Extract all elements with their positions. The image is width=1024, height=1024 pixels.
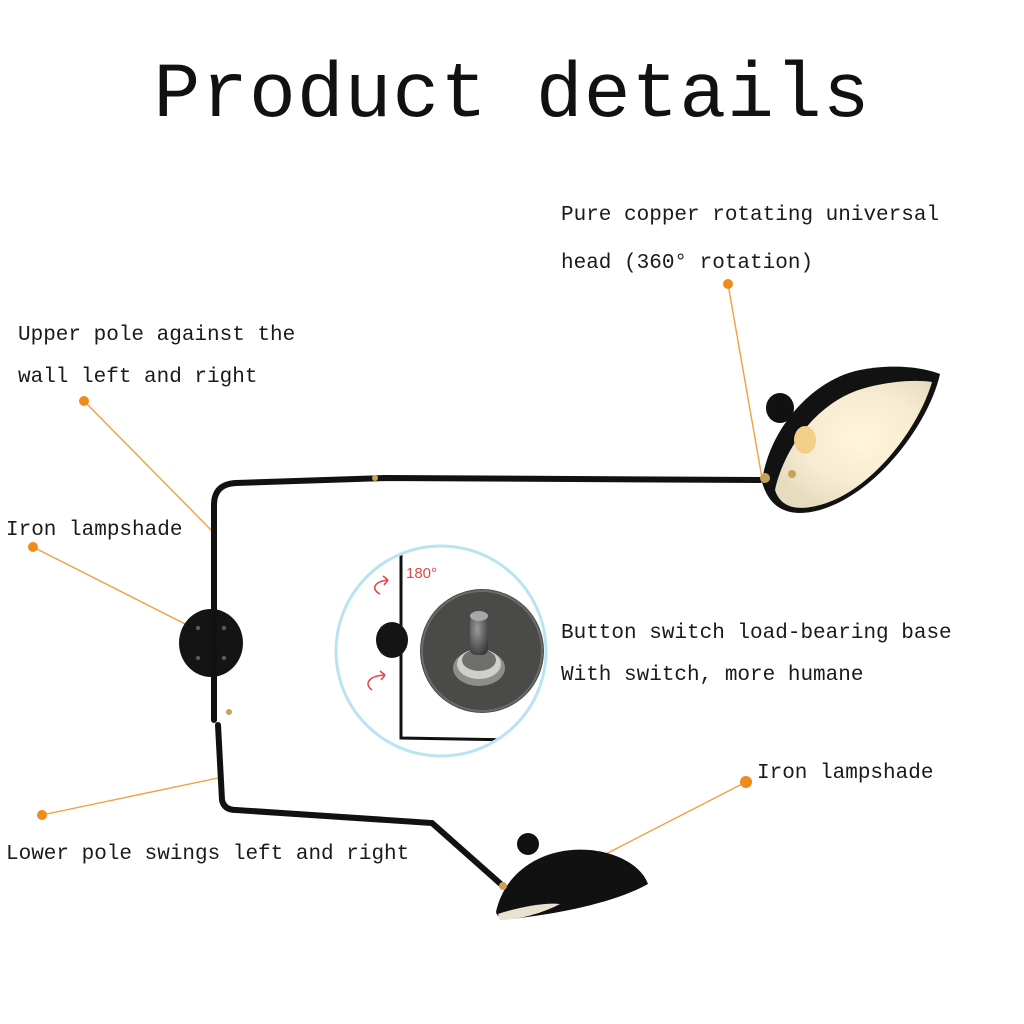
- label-copper-head-line2: head (360° rotation): [561, 252, 814, 275]
- leader-lower-pole: [41, 777, 219, 816]
- label-button-switch-line2: With switch, more humane: [561, 664, 864, 687]
- label-lower-pole: Lower pole swings left and right: [6, 843, 410, 866]
- dot-upper-pole: [79, 396, 89, 406]
- dot-iron-lampshade-right: [740, 776, 752, 788]
- dot-iron-lampshade-left: [28, 542, 38, 552]
- lower-lampshade: [496, 833, 648, 920]
- label-upper-pole-line1: Upper pole against the: [18, 324, 296, 347]
- leader-dots: [28, 279, 752, 820]
- label-button-switch-line1: Button switch load-bearing base: [561, 622, 952, 645]
- switch-detail-inset: 180°: [334, 544, 548, 758]
- leader-iron-lampshade-left: [32, 546, 202, 633]
- leader-iron-lampshade-right: [599, 781, 747, 858]
- lower-arm: [215, 722, 506, 889]
- label-copper-head-line1: Pure copper rotating universal: [561, 204, 940, 227]
- label-iron-lampshade-left: Iron lampshade: [6, 519, 183, 542]
- dot-lower-pole: [37, 810, 47, 820]
- dot-copper-head: [723, 279, 733, 289]
- upper-lampshade: [760, 366, 940, 513]
- leader-lines: [32, 283, 763, 858]
- rotation-angle-label: 180°: [406, 565, 437, 582]
- upper-arm: [211, 474, 763, 723]
- leader-copper-head: [727, 283, 763, 479]
- leader-upper-pole: [83, 400, 214, 533]
- label-iron-lampshade-right: Iron lampshade: [757, 762, 934, 785]
- page-title: Product details: [153, 52, 871, 140]
- label-upper-pole-line2: wall left and right: [18, 366, 258, 389]
